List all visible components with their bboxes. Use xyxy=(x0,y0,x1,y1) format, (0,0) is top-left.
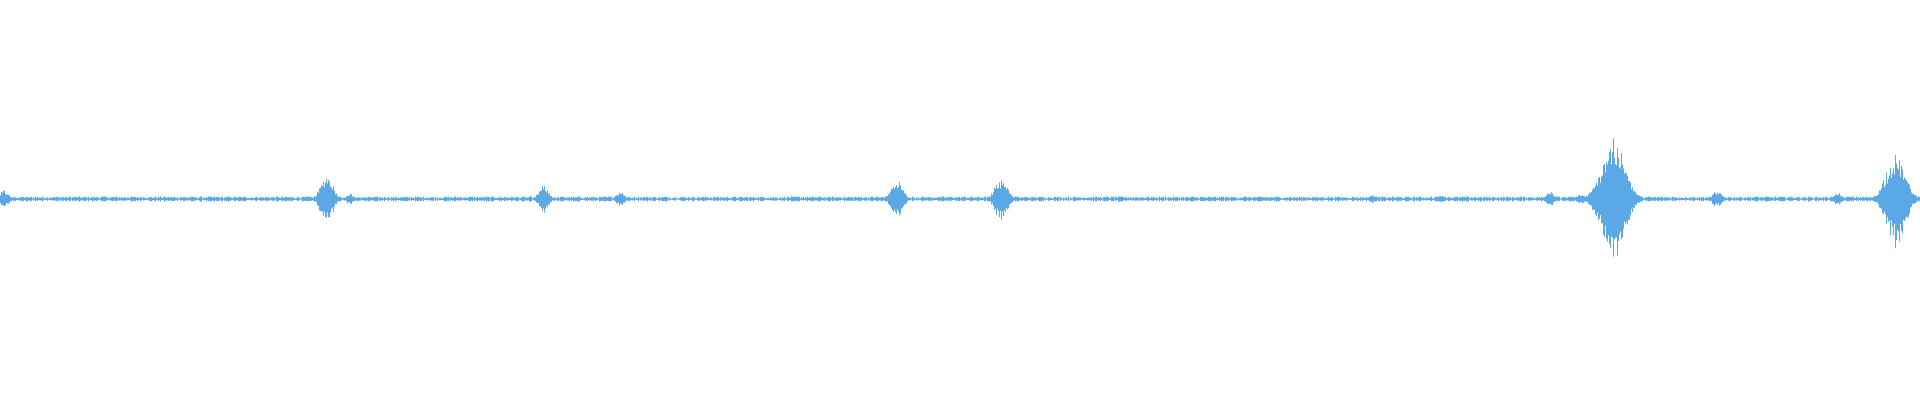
waveform-samples xyxy=(0,138,1920,257)
